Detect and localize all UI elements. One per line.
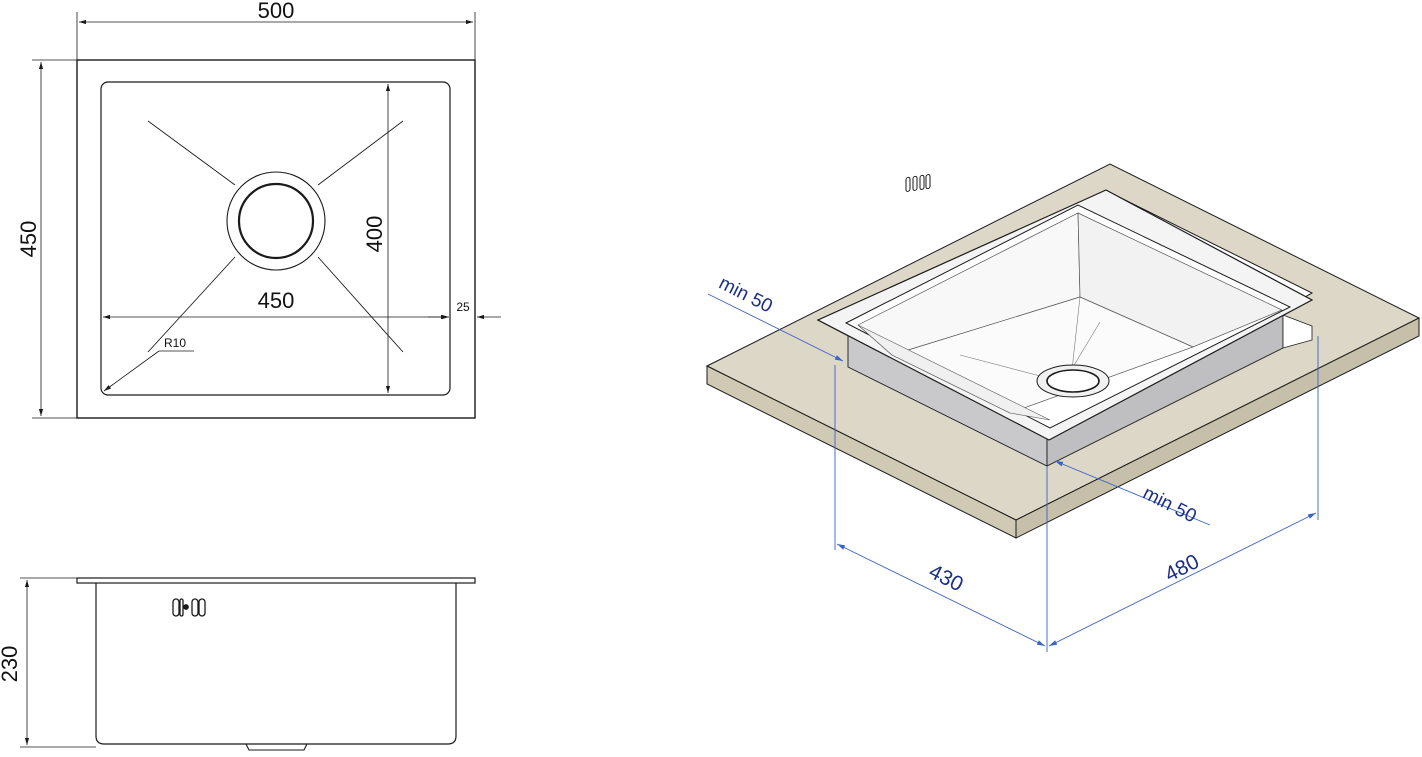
isometric-view: min 50 min 50 430 480 xyxy=(705,163,1421,652)
dim-25-label: 25 xyxy=(456,300,470,314)
dim-500-label: 500 xyxy=(258,0,295,23)
bowl-slope-lines xyxy=(959,296,1101,379)
sink-outline-outer xyxy=(76,59,476,419)
sink-bowl-outline xyxy=(100,81,451,396)
dim-500: 500 xyxy=(76,0,476,60)
dim-230-label: 230 xyxy=(0,646,22,683)
dim-450-width: 450 xyxy=(103,288,448,320)
radius-leader: R10 xyxy=(103,336,194,392)
overflow-slots-icon xyxy=(172,598,206,617)
iso-drain-inner xyxy=(1046,369,1100,393)
bowl-wall-left xyxy=(857,324,1051,421)
dim-400: 400 xyxy=(362,84,391,393)
dim-450-width-label: 450 xyxy=(258,288,295,313)
dim-25: 25 xyxy=(428,300,501,320)
radius-label: R10 xyxy=(164,336,186,350)
drain-inner-ring xyxy=(237,182,315,260)
side-flange xyxy=(76,577,476,584)
iso-overflow-icon xyxy=(905,174,931,192)
dim-min50-right-label: min 50 xyxy=(1139,483,1199,528)
dim-430: 430 xyxy=(836,543,1046,647)
drain-outer-ring xyxy=(226,171,326,271)
cutout-back-white xyxy=(1282,314,1313,349)
dim-400-label: 400 xyxy=(362,216,387,253)
dim-480: 480 xyxy=(1048,512,1317,647)
dim-450-height: 450 xyxy=(16,59,77,419)
side-drain-stub xyxy=(245,743,308,751)
top-view: 500 450 400 450 25 R10 xyxy=(16,0,501,419)
iso-extension-lines xyxy=(834,336,1319,652)
dim-430-label: 430 xyxy=(925,560,967,596)
side-view: 230 xyxy=(0,577,476,751)
dim-480-label: 480 xyxy=(1161,550,1203,586)
side-bowl-body xyxy=(95,583,457,745)
dim-230: 230 xyxy=(0,577,96,748)
dim-min50-left-label: min 50 xyxy=(715,273,775,318)
dim-450-height-label: 450 xyxy=(16,221,41,258)
